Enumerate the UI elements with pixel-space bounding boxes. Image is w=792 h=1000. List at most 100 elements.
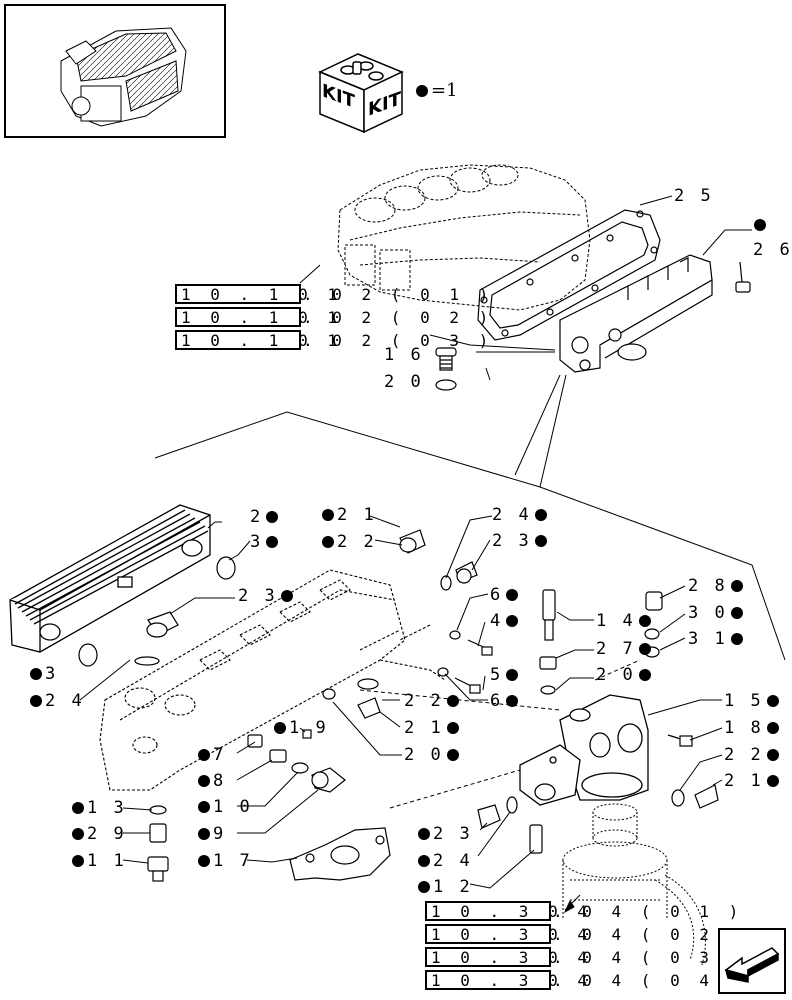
kit-bullet-icon: [198, 801, 210, 813]
callout-22a: 2 2: [322, 533, 377, 551]
kit-bullet-icon: [322, 509, 334, 521]
kit-bullet-icon: [266, 536, 279, 548]
kit-bullet-icon: [30, 695, 42, 707]
callout-13: 1 3: [72, 799, 127, 817]
callout-3b: 3: [30, 665, 58, 683]
kit-bullet-icon: [446, 695, 459, 707]
kit-legend-quantity: 1: [446, 80, 458, 101]
oil-filter-housing: [519, 694, 649, 806]
callout-6a: 6: [490, 586, 519, 604]
callout-20c: 2 0: [404, 746, 459, 764]
callout-21b: 2 1: [724, 772, 779, 790]
plug-part-16: [435, 347, 457, 391]
bottom-ref-suffix-1: . 0 4 ( 0 1 ): [553, 902, 744, 921]
kit-bullet-icon: [766, 749, 779, 761]
kit-bullet-icon: [72, 855, 84, 867]
callout-21c: 2 1: [404, 719, 459, 737]
top-ref-link-1[interactable]: 1 0 . 1 0 1: [175, 284, 337, 304]
kit-box-icon: [318, 53, 404, 134]
engine-block-outline: [337, 164, 591, 311]
kit-bullet-icon: [198, 828, 210, 840]
callout-23a: 2 3: [238, 587, 293, 605]
callout-4: 4: [490, 612, 519, 630]
oil-cooler-element: [9, 504, 211, 653]
kit-bullet-icon: [730, 607, 743, 619]
callout-19: 1 9: [274, 719, 329, 737]
top-ref-link-3[interactable]: 1 0 . 1 0 1: [175, 330, 337, 350]
callout-22b: 2 2: [724, 746, 779, 764]
oil-cooler-housing-top: [559, 254, 713, 373]
callout-17: 1 7: [198, 852, 253, 870]
callout-23c: 2 3: [418, 825, 473, 843]
callout-30: 3 0: [688, 604, 743, 622]
previous-page-button[interactable]: [718, 928, 786, 994]
callout-5: 5: [490, 666, 519, 684]
kit-bullet-icon: [638, 615, 651, 627]
top-ref-suffix-2: . 0 2 ( 0 2 ): [303, 308, 494, 327]
kit-legend-equals: =: [431, 80, 447, 101]
callout-31: 3 1: [688, 630, 743, 648]
callout-24a: 2 4: [30, 692, 85, 710]
callout-23b: 2 3: [492, 532, 547, 550]
callout-7: 7: [198, 746, 226, 764]
callout-3a: 3: [250, 533, 279, 551]
callout-28: 2 8: [688, 577, 743, 595]
bottom-ref-link-3[interactable]: 1 0 . 3 0 4: [425, 947, 587, 967]
callout-27: 2 7: [596, 640, 651, 658]
kit-bullet-icon: [418, 855, 430, 867]
callout-leader-lines: [79, 515, 723, 889]
callout-26: 2 6: [753, 240, 792, 260]
kit-bullet-icon: [72, 802, 84, 814]
bottom-ref-link-4[interactable]: 1 0 . 3 0 4: [425, 970, 587, 990]
small-parts: [78, 529, 719, 882]
callout-11: 1 1: [72, 852, 127, 870]
callout-14: 1 4: [596, 612, 651, 630]
callout-29: 2 9: [72, 825, 127, 843]
callout-kit-bullet: [754, 216, 769, 234]
bottom-ref-link-1[interactable]: 1 0 . 3 0 4: [425, 901, 587, 921]
callout-12: 1 2: [418, 878, 473, 896]
kit-bullet-icon: [730, 633, 743, 645]
oil-cooler-manifold: [99, 569, 446, 791]
bottom-ref-arrow: [563, 894, 581, 914]
top-ref-suffix-3: . 0 2 ( 0 3 ): [303, 331, 494, 350]
kit-bullet-icon: [638, 669, 651, 681]
kit-bullet-icon: [322, 536, 334, 548]
kit-bullet-icon: [534, 535, 547, 547]
kit-bullet-icon: [198, 775, 210, 787]
kit-bullet-icon: [534, 509, 547, 521]
callout-24c: 2 4: [418, 852, 473, 870]
kit-bullet-icon: [506, 695, 519, 707]
bottom-ref-link-2[interactable]: 1 0 . 3 0 4: [425, 924, 587, 944]
kit-bullet-icon: [446, 722, 459, 734]
engine-thumbnail-icon: [60, 27, 187, 127]
kit-bullet-icon: [506, 589, 519, 601]
callout-9: 9: [198, 825, 226, 843]
kit-bullet-icon: [638, 643, 651, 655]
kit-bullet-icon: [766, 695, 779, 707]
kit-bullet-icon: [506, 615, 519, 627]
kit-bullet-icon: [418, 881, 430, 893]
callout-20-top: 2 0: [384, 372, 424, 392]
engine-thumbnail[interactable]: [4, 4, 226, 138]
kit-bullet-icon: [754, 219, 766, 231]
bottom-ref-suffix-4: . 0 4 ( 0 4 ): [553, 971, 744, 990]
kit-bullet-icon: [198, 855, 210, 867]
callout-2: 2: [250, 508, 279, 526]
gasket-part-25: [477, 209, 661, 341]
kit-bullet-icon: [730, 580, 743, 592]
kit-bullet-icon: [766, 775, 779, 787]
bolt-part-26: [735, 261, 751, 293]
callout-15: 1 5: [724, 692, 779, 710]
kit-bullet-icon: [416, 85, 428, 97]
kit-bullet-icon: [280, 590, 293, 602]
top-ref-link-2[interactable]: 1 0 . 1 0 1: [175, 307, 337, 327]
kit-bullet-icon: [446, 749, 459, 761]
callout-24b: 2 4: [492, 506, 547, 524]
leader-lines-top: [154, 195, 786, 661]
callout-16: 1 6: [384, 345, 424, 365]
callout-10: 1 0: [198, 798, 253, 816]
arrow-left-down-icon: [724, 947, 780, 983]
